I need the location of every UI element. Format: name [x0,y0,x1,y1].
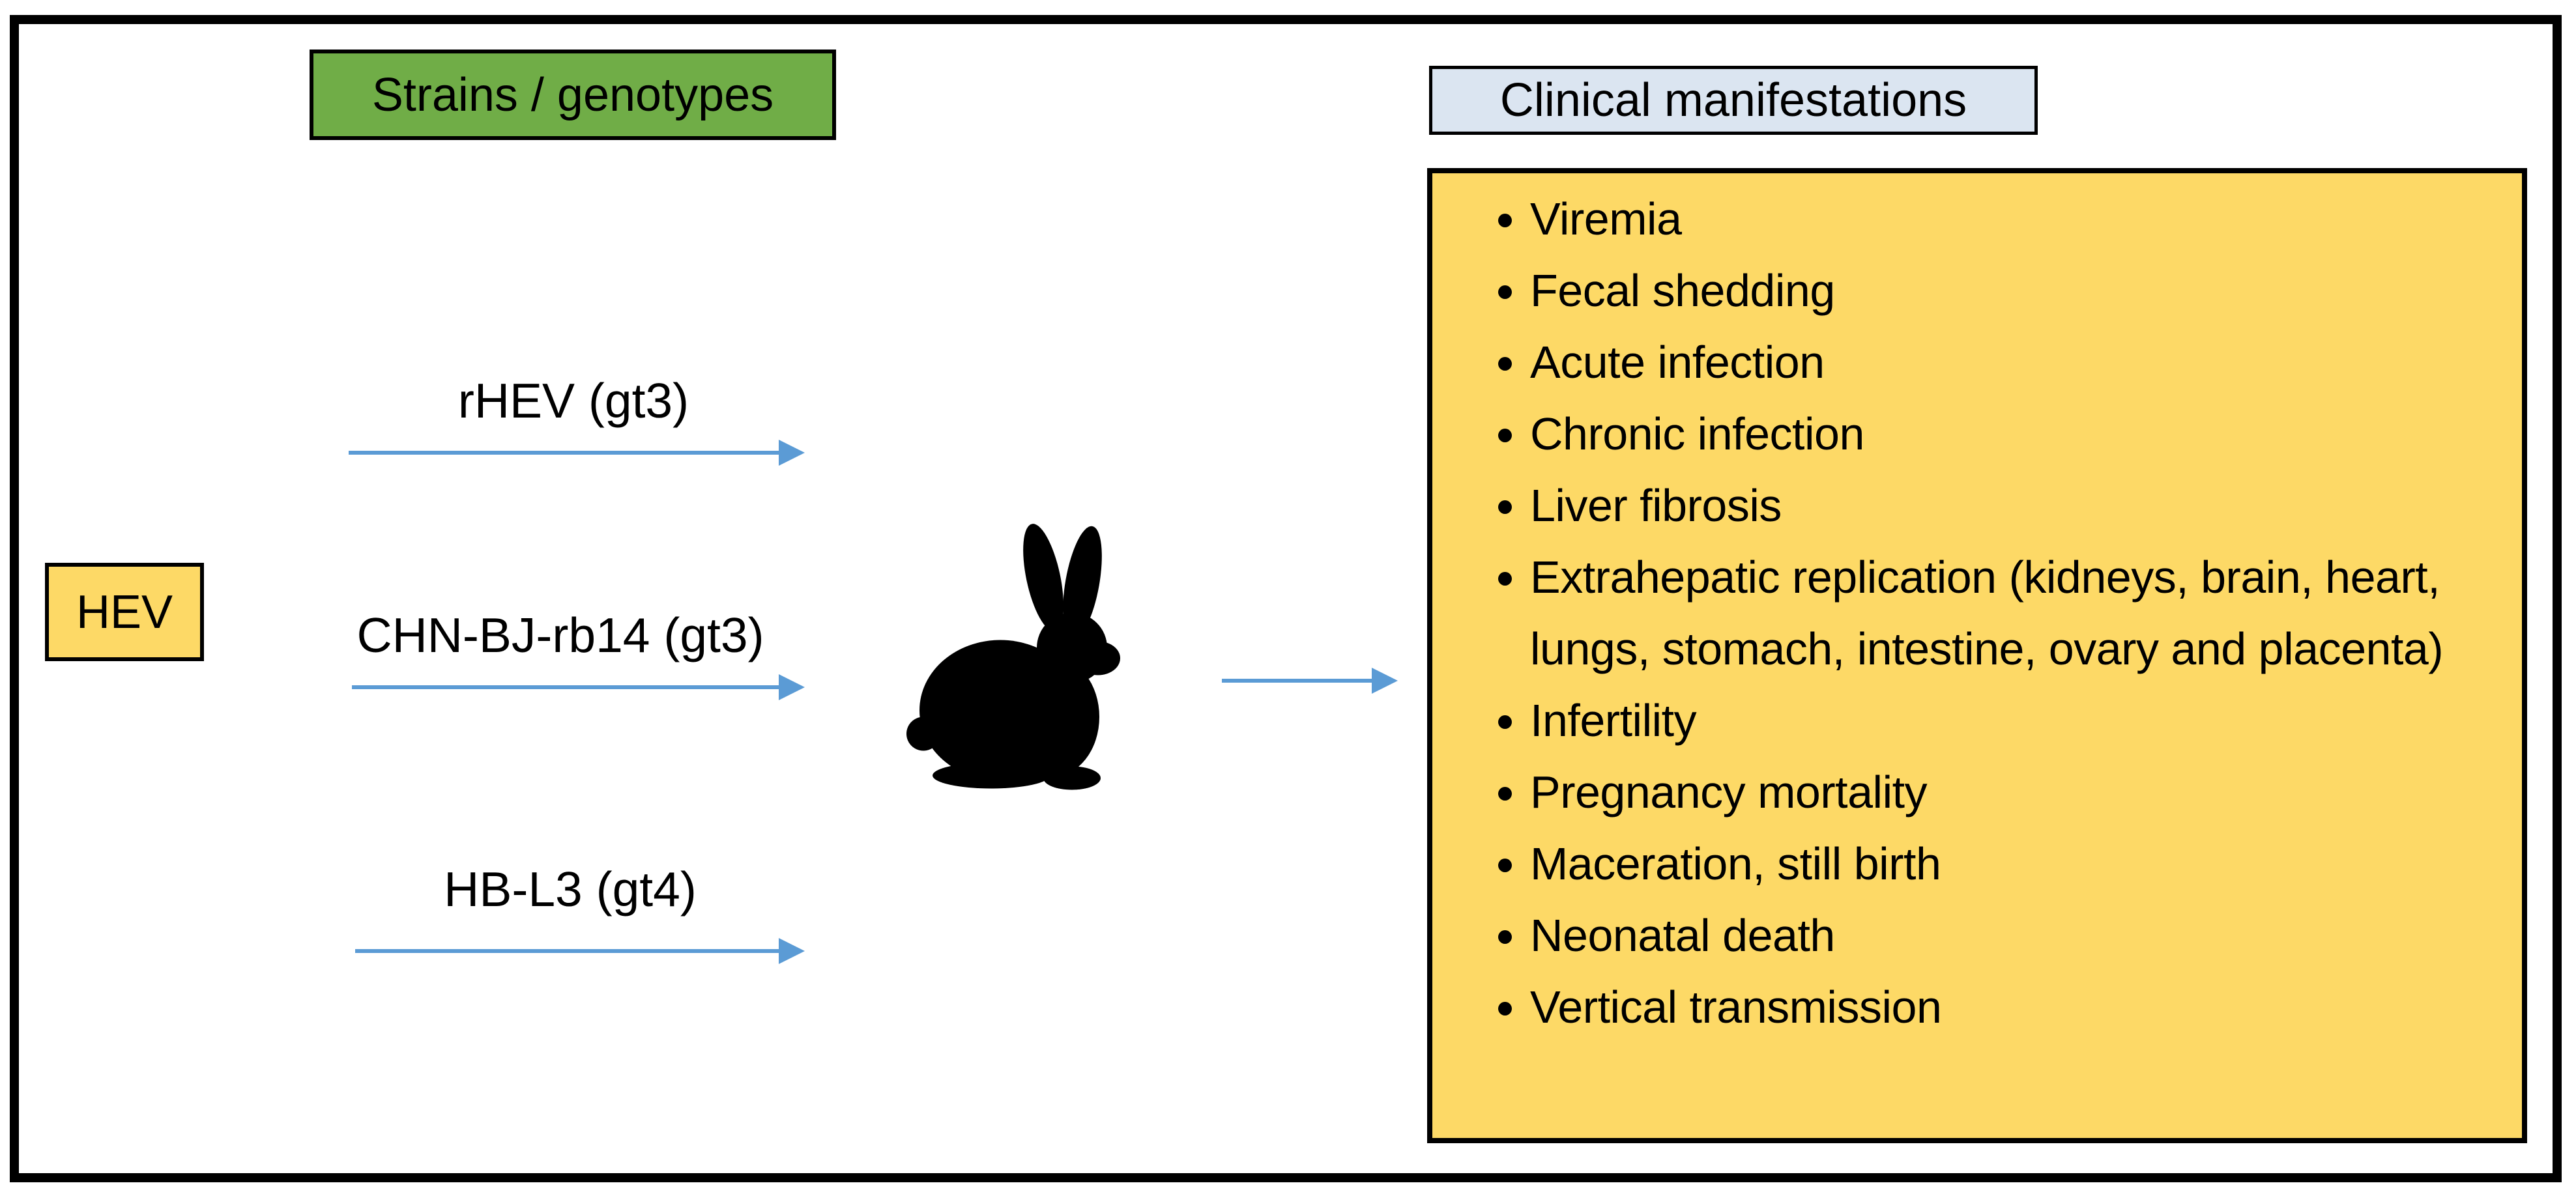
arrow-head-icon [779,938,805,964]
arrow-line [355,949,779,953]
arrow-head-icon [779,440,805,466]
manifestation-item: Infertility [1530,685,2502,756]
strains-genotypes-header: Strains / genotypes [310,50,836,140]
arrow-line [1222,679,1372,683]
manifestation-item: Extrahepatic replication (kidneys, brain… [1530,541,2502,685]
hev-box: HEV [45,563,204,661]
manifestation-item: Maceration, still birth [1530,828,2502,900]
strain-label-hb-l3: HB-L3 (gt4) [444,862,697,917]
manifestation-item: Chronic infection [1530,398,2502,470]
rabbit-to-manifestations-arrow-icon [1222,668,1398,694]
manifestation-item: Pregnancy mortality [1530,756,2502,828]
strain-arrow-icon-3 [355,938,805,964]
strain-label-rhev: rHEV (gt3) [457,373,689,428]
strain-label-chn-bj-rb14: CHN-BJ-rb14 (gt3) [356,608,764,662]
arrow-head-icon [1372,668,1398,694]
manifestation-item: Liver fibrosis [1530,470,2502,541]
strain-arrow-icon-2 [352,674,805,700]
strain-arrow-icon-1 [349,440,805,466]
clinical-manifestations-header: Clinical manifestations [1429,66,2038,135]
manifestation-item: Fecal shedding [1530,255,2502,326]
manifestations-list: ViremiaFecal sheddingAcute infectionChro… [1432,173,2522,1043]
manifestation-item: Neonatal death [1530,900,2502,971]
manifestation-item: Acute infection [1530,326,2502,398]
clinical-manifestations-box: ViremiaFecal sheddingAcute infectionChro… [1427,168,2527,1143]
manifestation-item: Viremia [1530,183,2502,255]
arrow-head-icon [779,674,805,700]
rabbit-icon [903,515,1176,791]
arrow-line [349,451,779,455]
arrow-line [352,685,779,689]
manifestation-item: Vertical transmission [1530,971,2502,1043]
